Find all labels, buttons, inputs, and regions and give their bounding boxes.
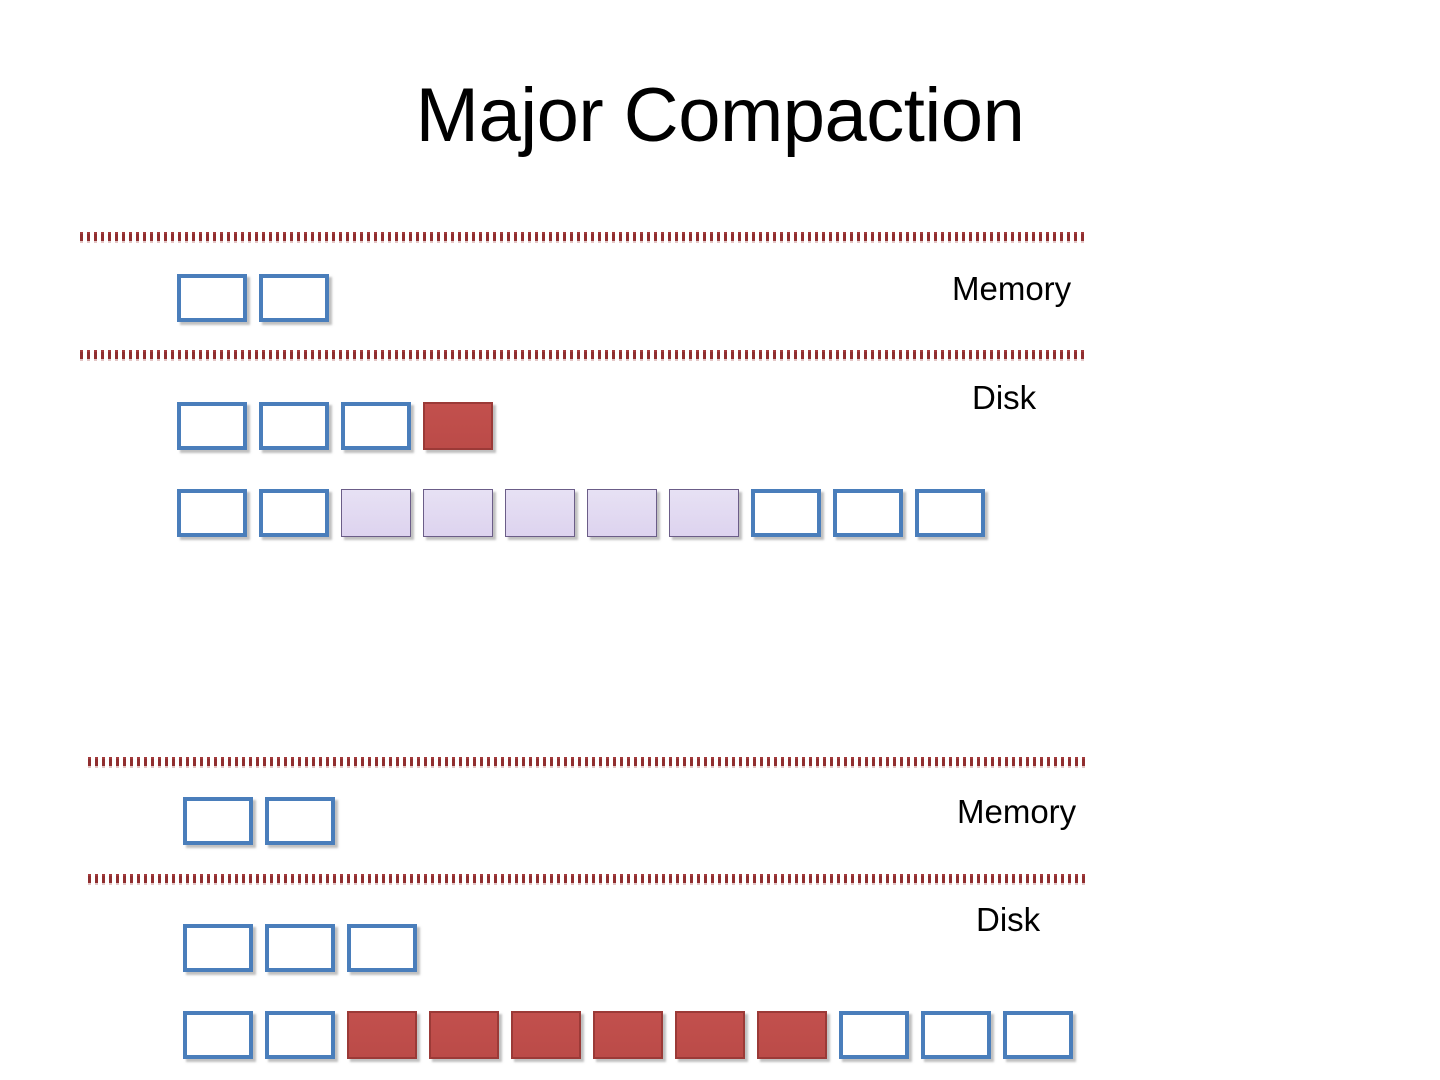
sstable-cell-white [751,489,821,537]
sstable-cell-white [259,274,329,322]
disk-row-2-before [177,489,997,537]
sstable-cell-white [183,924,253,972]
divider-bottom-memory-upper [88,757,1088,766]
sstable-cell-white [265,797,335,845]
sstable-cell-white [177,274,247,322]
page-title: Major Compaction [415,73,1025,158]
sstable-cell-white [833,489,903,537]
sstable-cell-purple [423,489,493,537]
memory-row-after [183,797,347,845]
sstable-cell-white [839,1011,909,1059]
sstable-cell-white [177,489,247,537]
sstable-cell-purple [341,489,411,537]
sstable-cell-red [423,402,493,450]
sstable-cell-red [429,1011,499,1059]
sstable-cell-white [921,1011,991,1059]
label-memory-after: Memory [957,793,1077,830]
sstable-cell-red [511,1011,581,1059]
sstable-cell-white [183,797,253,845]
sstable-cell-white [177,402,247,450]
label-disk-before: Disk [972,379,1037,416]
divider-bottom-memory-lower [88,874,1088,883]
divider-top-memory-upper [80,232,1086,241]
sstable-cell-red [757,1011,827,1059]
sstable-cell-white [183,1011,253,1059]
label-memory-before: Memory [952,270,1072,307]
divider-top-memory-lower [80,350,1086,359]
sstable-cell-purple [587,489,657,537]
sstable-cell-white [915,489,985,537]
disk-row-1-after [183,924,429,972]
memory-row-before [177,274,341,322]
sstable-cell-white [265,1011,335,1059]
sstable-cell-white [259,402,329,450]
sstable-cell-red [675,1011,745,1059]
sstable-cell-red [593,1011,663,1059]
sstable-cell-white [341,402,411,450]
disk-row-1-before [177,402,505,450]
sstable-cell-white [1003,1011,1073,1059]
sstable-cell-white [265,924,335,972]
sstable-cell-white [259,489,329,537]
sstable-cell-purple [669,489,739,537]
label-disk-after: Disk [976,901,1041,938]
sstable-cell-white [347,924,417,972]
disk-row-2-after [183,1011,1085,1059]
sstable-cell-red [347,1011,417,1059]
sstable-cell-purple [505,489,575,537]
